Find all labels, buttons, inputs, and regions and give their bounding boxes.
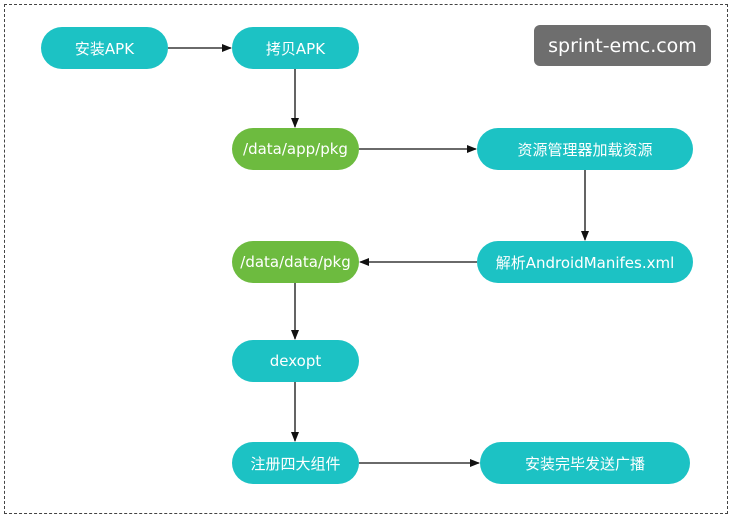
diagram-frame: [4, 4, 728, 514]
node-dexopt: dexopt: [232, 340, 359, 382]
node-install-apk: 安装APK: [41, 27, 168, 69]
node-data-app-pkg: /data/app/pkg: [232, 128, 359, 170]
node-data-data-pkg: /data/data/pkg: [232, 241, 359, 283]
node-install-broadcast: 安装完毕发送广播: [480, 442, 690, 484]
node-copy-apk: 拷贝APK: [232, 27, 359, 69]
node-register-components: 注册四大组件: [232, 442, 359, 484]
node-resource-manager: 资源管理器加载资源: [477, 128, 693, 170]
watermark-badge: sprint-emc.com: [534, 25, 711, 66]
node-parse-manifest: 解析AndroidManifes.xml: [477, 241, 693, 283]
